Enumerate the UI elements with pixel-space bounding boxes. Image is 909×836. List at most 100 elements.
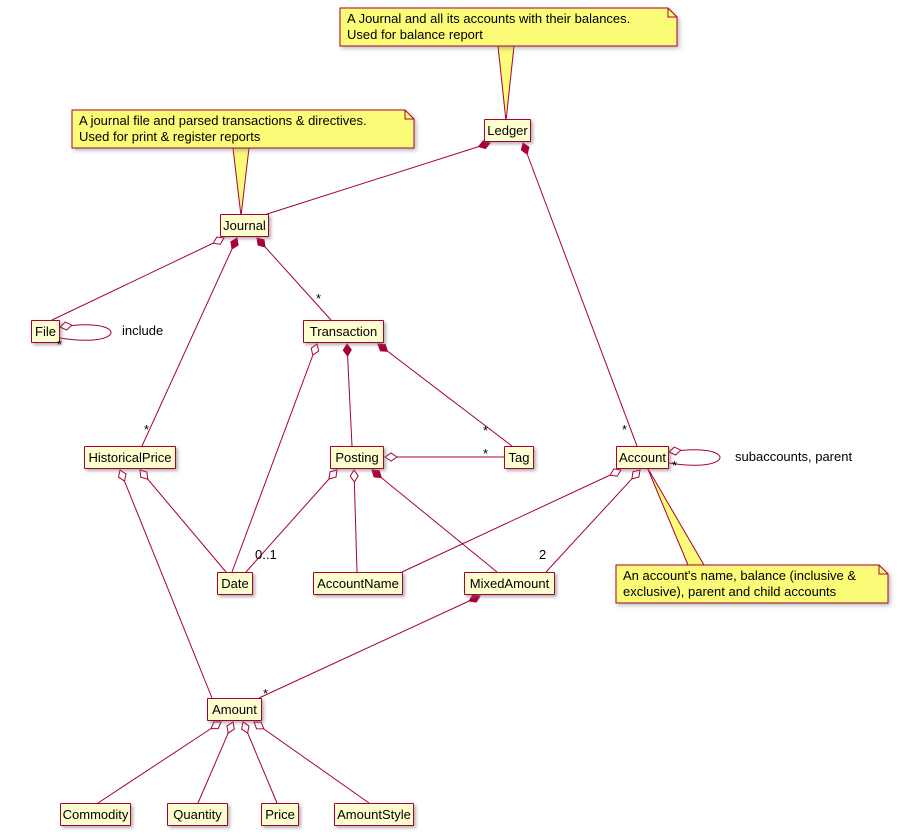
open-diamond-journal-file <box>212 236 225 245</box>
edge-label-account-mult: * <box>622 422 628 437</box>
note-fold-ledger-note <box>667 8 677 18</box>
open-diamond-amount-quantity <box>226 721 235 734</box>
edge-posting-accountname <box>353 469 358 573</box>
class-name-label: HistoricalPrice <box>88 450 172 465</box>
edge-label-file-loop-mult: * <box>57 337 63 352</box>
filled-diamond-mixedamount-amount <box>468 594 481 603</box>
class-commodity: Commodity <box>60 803 131 826</box>
class-name-label: File <box>35 324 56 339</box>
open-diamond-account-accountname <box>609 468 622 477</box>
edge-journal-file <box>51 237 225 321</box>
edge-label-account-loop-mult: * <box>672 458 678 473</box>
edge-transaction-date <box>231 343 318 573</box>
edge-amount-amountstyle <box>253 721 370 804</box>
note-text-line: A journal file and parsed transactions &… <box>79 113 367 128</box>
edge-label-historicalprice-mult: * <box>144 422 150 437</box>
class-account: Account <box>616 446 669 469</box>
edge-amount-quantity <box>197 721 234 804</box>
edge-ledger-account <box>522 142 638 447</box>
class-file: File <box>31 320 60 343</box>
class-price: Price <box>261 803 299 826</box>
class-name-label: AmountStyle <box>337 807 411 822</box>
open-diamond-amount-price <box>241 721 250 734</box>
edge-journal-historicalprice <box>141 237 238 447</box>
note-body-journal-note <box>71 109 415 149</box>
class-date: Date <box>217 572 253 595</box>
class-name-label: Price <box>265 807 295 822</box>
filled-diamond-journal-transaction <box>256 237 266 248</box>
note-body-account-note <box>615 564 889 604</box>
edge-posting-mixedamount <box>371 469 498 573</box>
class-transaction: Transaction <box>303 320 384 343</box>
class-name-label: Date <box>221 576 249 591</box>
edge-transaction-tag <box>377 343 513 447</box>
class-quantity: Quantity <box>167 803 228 826</box>
edge-label-subaccounts-parent: subaccounts, parent <box>735 449 853 464</box>
edge-label-mixedamount-from-account-mult: 2 <box>539 547 547 562</box>
class-name-label: MixedAmount <box>469 576 550 591</box>
class-amount: Amount <box>207 698 262 721</box>
edge-posting-date <box>245 469 338 573</box>
note-body-ledger-note <box>339 7 678 47</box>
class-name-label: Account <box>619 450 666 465</box>
note-text-line: Used for print & register reports <box>79 129 261 144</box>
open-diamond-transaction-date <box>310 343 320 357</box>
class-ledger: Ledger <box>484 119 531 142</box>
edge-amount-commodity <box>97 721 222 804</box>
edge-label-transaction-mult: * <box>316 291 322 306</box>
edge-file-include-loop <box>59 324 112 341</box>
class-mixedamount: MixedAmount <box>464 572 555 595</box>
edge-historicalprice-amount <box>119 469 213 699</box>
class-name-label: Commodity <box>62 807 129 822</box>
note-fold-account-note <box>878 565 888 575</box>
note-text-line: An account's name, balance (inclusive & <box>623 568 856 583</box>
open-diamond-account-mixedamount <box>631 469 641 480</box>
class-name-label: Quantity <box>173 807 222 822</box>
edge-journal-transaction <box>256 237 332 321</box>
edge-historicalprice-date <box>139 469 227 573</box>
open-diamond-historicalprice-amount <box>117 469 127 482</box>
edge-label-amount-mult: * <box>263 686 269 701</box>
filled-diamond-journal-historicalprice <box>230 237 239 250</box>
class-historicalprice: HistoricalPrice <box>84 446 176 469</box>
filled-diamond-posting-mixedamount <box>371 469 382 479</box>
class-accountname: AccountName <box>313 572 403 595</box>
open-diamond-account-subaccounts-loop <box>668 446 682 456</box>
edge-account-accountname <box>401 469 622 573</box>
open-diamond-file-include-loop <box>59 321 73 331</box>
note-ledger-note: A Journal and all its accounts with thei… <box>340 8 677 46</box>
open-diamond-amount-amountstyle <box>253 721 265 730</box>
edge-account-mixedamount <box>545 469 641 573</box>
class-name-label: Posting <box>335 450 379 465</box>
class-name-label: Amount <box>212 702 257 717</box>
edge-transaction-posting <box>346 343 353 447</box>
class-tag: Tag <box>504 446 534 469</box>
filled-diamond-transaction-posting <box>342 343 352 357</box>
open-diamond-historicalprice-date <box>139 469 149 480</box>
note-fold-journal-note <box>404 110 414 120</box>
note-journal-note: A journal file and parsed transactions &… <box>72 110 414 148</box>
edge-label-tag-from-transaction-mult: * <box>483 423 489 438</box>
edge-label-include: include <box>122 323 164 338</box>
open-diamond-posting-tag <box>384 452 398 462</box>
open-diamond-amount-commodity <box>210 721 222 730</box>
edge-amount-price <box>242 721 278 804</box>
edge-mixedamount-amount <box>258 595 481 699</box>
open-diamond-posting-accountname <box>349 469 359 483</box>
class-name-label: Tag <box>508 450 530 465</box>
filled-diamond-ledger-account <box>520 142 530 156</box>
class-name-label: AccountName <box>317 576 399 591</box>
edge-label-tag-from-posting-mult: * <box>483 446 489 461</box>
class-name-label: Ledger <box>487 123 528 138</box>
edge-account-subaccounts-loop <box>668 449 721 466</box>
open-diamond-posting-date <box>328 469 338 480</box>
filled-diamond-transaction-tag <box>377 343 389 352</box>
edge-label-date-from-posting-mult: 0..1 <box>255 547 277 562</box>
class-name-label: Transaction <box>309 324 378 339</box>
note-text-line: exclusive), parent and child accounts <box>623 584 837 599</box>
edge-ledger-journal <box>263 142 491 216</box>
note-text-line: A Journal and all its accounts with thei… <box>347 11 631 26</box>
